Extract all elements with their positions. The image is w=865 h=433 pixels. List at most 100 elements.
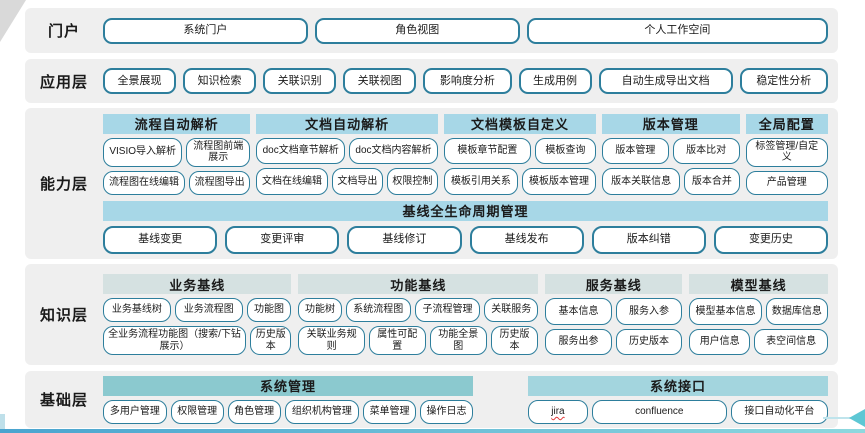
layer-label-capability: 能力层 — [39, 176, 88, 193]
system-mgmt-item-0-4: 菜单管理 — [363, 399, 417, 424]
doc-template-custom-item-1-0-label: 模板引用关系 — [450, 175, 511, 187]
business-baseline-item-0-1-label: 业务流程图 — [183, 304, 234, 316]
system-interface-item-0-2-label: 接口自动化平台 — [744, 405, 815, 417]
doc-template-custom-row-0: 模板章节配置模板查询 — [443, 137, 597, 164]
system-mgmt-item-0-1-label: 权限管理 — [177, 405, 218, 417]
application-button-7: 稳定性分析 — [739, 68, 828, 94]
portal-button-1-label: 角色视图 — [395, 24, 440, 37]
function-baseline-item-0-2-label: 子流程管理 — [422, 304, 473, 316]
knowledge-groups: 业务基线业务基线树业务流程图功能图全业务流程功能图（搜索/下钻展示）历史版本功能… — [103, 274, 828, 355]
application-button-2: 关联识别 — [263, 68, 337, 94]
arrow-left-icon — [849, 409, 865, 427]
layer-knowledge: 知识层业务基线业务基线树 业务流程图 功能图全业务流程功能图（搜索/下钻展示）历史版… — [25, 264, 838, 365]
system-mgmt-row-0: 多用户管理权限管理角色管理组织机构管理菜单管理操作日志 — [103, 399, 474, 424]
group-header-baseline-lifecycle: 基线全生命周期管理 — [103, 200, 828, 221]
doc-template-custom-row-1: 模板引用关系模板版本管理 — [443, 168, 597, 195]
doc-template-custom-item-0-0: 模板章节配置 — [443, 137, 531, 164]
system-interface-item-0-1-label: confluence — [635, 405, 684, 417]
business-baseline-item-0-0-label: 业务基线树 — [111, 304, 162, 316]
doc-template-custom-item-1-0: 模板引用关系 — [443, 168, 518, 195]
service-baseline-item-1-0-label: 服务出参 — [558, 336, 599, 347]
doc-auto-parse-item-1-1: 文档导出 — [331, 168, 383, 195]
application-button-1-label: 知识检索 — [197, 74, 242, 87]
function-baseline-item-1-1-label: 属性可配置 — [377, 329, 418, 352]
function-baseline-item-1-3: 历史版本 — [490, 326, 539, 355]
global-config-item-0-0: 标签管理/自定义 — [745, 137, 828, 167]
doc-auto-parse-item-1-2: 权限控制 — [386, 168, 438, 195]
service-baseline-item-0-1-label: 服务入参 — [628, 305, 669, 317]
portal-button-2: 个人工作空间 — [526, 17, 828, 44]
layer-label-portal: 门户 — [47, 23, 80, 40]
service-baseline-row-1: 服务出参 历史版本 — [545, 328, 683, 355]
model-baseline-item-1-1: 表空间信息 — [754, 328, 828, 355]
business-baseline-item-1-1: 历史版本 — [250, 326, 292, 355]
application-button-4: 影响度分析 — [423, 68, 512, 94]
system-mgmt-item-0-1: 权限管理 — [170, 399, 224, 424]
group-function-baseline: 功能基线功能树系统流程图子流程管理关联服务关联业务规则属性可配置功能全景图历史版… — [298, 274, 539, 355]
process-auto-parse-row-0: VISIO导入解析流程图前端展示 — [103, 137, 251, 167]
service-baseline-item-0-0-label: 基本信息 — [558, 305, 599, 317]
doc-auto-parse-item-1-2-label: 权限控制 — [392, 175, 433, 187]
application-button-1: 知识检索 — [183, 68, 257, 94]
doc-auto-parse-item-0-0-label: doc文档章节解析 — [262, 145, 339, 156]
baseline-lifecycle-item-label-0: 基线变更 — [138, 233, 183, 246]
group-header-doc-template-custom: 文档模板自定义 — [443, 113, 597, 134]
function-baseline-item-1-0-label: 关联业务规则 — [306, 329, 357, 352]
portal-buttons: 系统门户 角色视图 个人工作空间 — [103, 17, 828, 44]
portal-button-0: 系统门户 — [103, 17, 308, 44]
group-header-doc-auto-parse: 文档自动解析 — [256, 113, 438, 134]
function-baseline-row-0: 功能树系统流程图子流程管理关联服务 — [298, 298, 539, 322]
application-button-5-label: 生成用例 — [533, 74, 578, 87]
version-mgmt-item-1-1-label: 版本合并 — [691, 175, 732, 187]
business-baseline-item-0-1: 业务流程图 — [174, 298, 243, 322]
application-button-0: 全景展现 — [103, 68, 177, 94]
group-header-business-baseline: 业务基线 — [103, 274, 292, 294]
group-model-baseline: 模型基线模型基本信息数据库信息用户信息表空间信息 — [689, 274, 828, 355]
baseline-lifecycle-item-label-5: 变更历史 — [748, 233, 793, 246]
business-baseline-item-0-2-label: 功能图 — [254, 304, 285, 316]
group-header-process-auto-parse: 流程自动解析 — [103, 113, 251, 134]
group-header-model-baseline: 模型基线 — [689, 274, 828, 294]
business-baseline-row-1: 全业务流程功能图（搜索/下钻展示）历史版本 — [103, 326, 292, 355]
group-header-version-mgmt: 版本管理 — [602, 113, 740, 134]
portal-button-1: 角色视图 — [314, 17, 520, 44]
system-mgmt-item-0-0-label: 多用户管理 — [109, 405, 160, 417]
group-business-baseline: 业务基线业务基线树 业务流程图 功能图全业务流程功能图（搜索/下钻展示）历史版本 — [103, 274, 292, 355]
arrow-line — [823, 417, 851, 419]
system-mgmt-item-0-2-label: 角色管理 — [234, 405, 275, 417]
version-mgmt-item-1-0: 版本关联信息 — [602, 168, 681, 195]
system-mgmt-item-0-3: 组织机构管理 — [284, 399, 360, 424]
layer-content-portal: 系统门户 角色视图 个人工作空间 — [103, 8, 838, 53]
global-config-item-1-0: 产品管理 — [745, 170, 828, 195]
bottom-accent-bar — [0, 429, 865, 433]
global-config-item-0-0-label: 标签管理/自定义 — [755, 140, 819, 164]
doc-auto-parse-row-1: 文档在线编辑文档导出权限控制 — [256, 168, 438, 195]
doc-auto-parse-item-0-0: doc文档章节解析 — [256, 137, 346, 164]
model-baseline-item-0-1: 数据库信息 — [765, 298, 828, 325]
system-mgmt-item-0-0: 多用户管理 — [103, 399, 167, 424]
function-baseline-item-1-1: 属性可配置 — [368, 326, 426, 355]
process-auto-parse-item-1-1: 流程图导出 — [188, 170, 251, 195]
application-button-4-label: 影响度分析 — [439, 74, 495, 87]
global-config-row-0: 标签管理/自定义 — [745, 137, 828, 167]
version-mgmt-item-0-0: 版本管理 — [602, 137, 669, 164]
application-button-3: 关联视图 — [343, 68, 417, 94]
service-baseline-item-1-1-label: 历史版本 — [628, 336, 669, 347]
layer-portal: 门户 系统门户 角色视图 个人工作空间 — [25, 8, 838, 53]
function-baseline-item-1-2: 功能全景图 — [429, 326, 487, 355]
group-version-mgmt: 版本管理版本管理版本比对版本关联信息版本合并 — [602, 113, 740, 195]
doc-auto-parse-item-1-0-label: 文档在线编辑 — [262, 175, 323, 187]
model-baseline-row-0: 模型基本信息数据库信息 — [689, 298, 828, 325]
application-button-0-label: 全景展现 — [117, 74, 162, 87]
process-auto-parse-item-0-1-label: 流程图前端展示 — [193, 140, 244, 164]
layer-label-knowledge: 知识层 — [39, 307, 88, 324]
function-baseline-item-0-0: 功能树 — [298, 298, 342, 322]
